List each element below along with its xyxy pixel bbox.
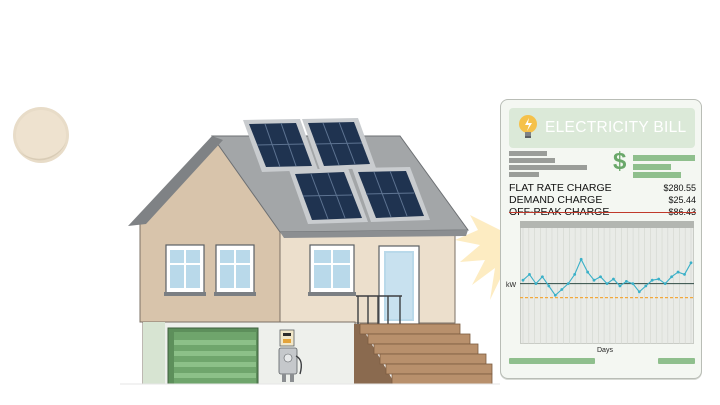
charge-row-flat-rate: FLAT RATE CHARGE $280.55 xyxy=(509,182,696,195)
address-line xyxy=(509,158,555,163)
usage-point xyxy=(566,282,570,286)
usage-point xyxy=(579,257,583,261)
footer-bar xyxy=(509,358,595,364)
solar-panels xyxy=(243,118,430,224)
railing xyxy=(356,295,402,324)
usage-point xyxy=(560,288,564,291)
usage-point xyxy=(637,290,641,294)
total-line xyxy=(633,164,671,170)
stairs xyxy=(354,323,493,385)
usage-point xyxy=(528,273,531,276)
charge-amount: $86.43 xyxy=(668,207,696,217)
moon-icon xyxy=(13,107,69,163)
solar-panel xyxy=(352,167,430,222)
usage-point xyxy=(521,278,525,282)
windows xyxy=(164,244,356,296)
usage-point xyxy=(586,270,590,274)
solar-panel xyxy=(243,119,318,172)
usage-point xyxy=(624,279,628,283)
usage-chart-header xyxy=(520,221,694,228)
charge-label: DEMAND CHARGE xyxy=(509,194,603,206)
usage-point xyxy=(540,275,544,279)
total-line xyxy=(633,172,681,178)
usage-point xyxy=(644,284,648,288)
garage-door xyxy=(167,327,259,385)
solar-panel xyxy=(302,118,376,170)
sun-glow xyxy=(455,215,502,300)
electricity-bill: ELECTRICITY BILL $ FLAT RATE CHARGE $280… xyxy=(500,99,702,379)
usage-point xyxy=(650,278,654,282)
usage-point xyxy=(605,282,609,286)
bill-title: ELECTRICITY BILL xyxy=(545,119,687,136)
total-line xyxy=(633,155,695,161)
usage-point xyxy=(553,293,557,297)
charge-label: FLAT RATE CHARGE xyxy=(509,182,612,194)
usage-point xyxy=(676,270,680,274)
chart-ylabel: kW xyxy=(506,282,517,289)
address-line xyxy=(509,151,547,156)
bill-header: ELECTRICITY BILL xyxy=(509,108,695,148)
usage-point xyxy=(618,284,622,288)
address-line xyxy=(509,165,587,170)
dollar-icon: $ xyxy=(613,148,627,175)
chart-xlabel: Days xyxy=(597,347,613,354)
charge-row-demand: DEMAND CHARGE $25.44 xyxy=(509,194,696,207)
usage-point xyxy=(689,261,693,265)
solar-panel xyxy=(289,168,368,224)
address-line xyxy=(509,172,539,177)
usage-point xyxy=(631,282,635,286)
window xyxy=(164,244,206,296)
usage-point xyxy=(683,273,686,276)
usage-point xyxy=(657,277,661,281)
usage-point xyxy=(573,273,577,276)
charge-row-off-peak: OFF-PEAK CHARGE $86.43 xyxy=(509,206,696,219)
usage-point xyxy=(663,282,667,286)
usage-point xyxy=(612,277,615,281)
ev-charger-icon xyxy=(278,329,303,382)
usage-point xyxy=(599,275,602,279)
usage-point xyxy=(670,275,674,279)
front-door xyxy=(378,245,420,325)
usage-point xyxy=(592,278,596,282)
charge-label: OFF-PEAK CHARGE xyxy=(509,206,610,218)
footer-bar xyxy=(658,358,695,364)
lightbulb-icon xyxy=(519,115,537,138)
charge-amount: $25.44 xyxy=(668,195,696,205)
charge-amount: $280.55 xyxy=(663,183,696,193)
window xyxy=(214,244,256,296)
window xyxy=(308,244,356,296)
usage-series-line xyxy=(522,258,692,297)
usage-point xyxy=(547,284,551,288)
usage-point xyxy=(534,282,538,286)
usage-chart xyxy=(520,228,694,344)
